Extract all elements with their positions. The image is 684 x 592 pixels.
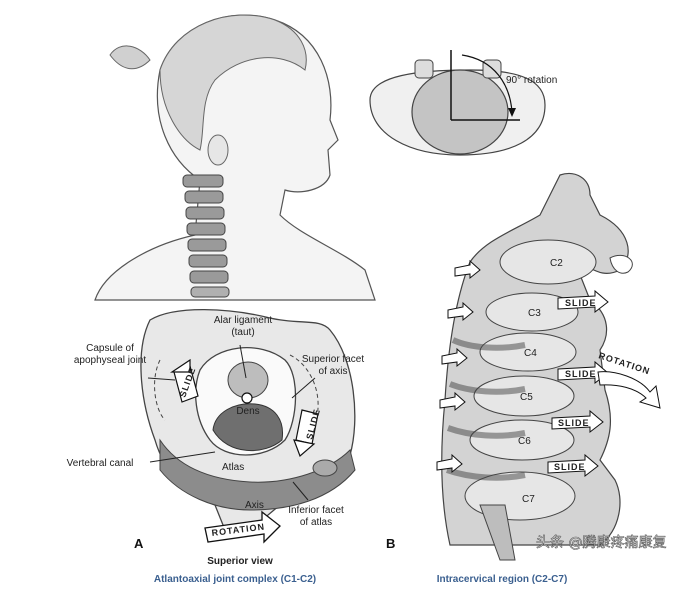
panel-a-label: A <box>134 536 144 551</box>
inferior-facet-label-2: of atlas <box>300 517 332 528</box>
slide-label-b-1: SLIDE <box>565 298 597 308</box>
capsule-label-1: Capsule of <box>86 343 134 354</box>
c3-label: C3 <box>528 308 541 319</box>
caption-a: Atlantoaxial joint complex (C1-C2) <box>154 574 316 585</box>
superior-view-label: Superior view <box>207 556 273 567</box>
watermark: 头条 @腾康疼痛康复 <box>536 534 666 551</box>
slide-arrow-right <box>293 409 319 458</box>
head-illustration <box>94 14 376 301</box>
c4-label: C4 <box>524 348 537 359</box>
panel-b-label: B <box>386 536 395 551</box>
slide-label-b-3: SLIDE <box>558 418 590 428</box>
slide-label-b-4: SLIDE <box>554 462 586 472</box>
c6-label: C6 <box>518 436 531 447</box>
atlas-label: Atlas <box>222 462 244 473</box>
rotation-arrow-a <box>204 510 281 544</box>
capsule-label-2: apophyseal joint <box>74 355 146 366</box>
c7-label: C7 <box>522 494 535 505</box>
cervical-spine-in-neck <box>182 174 230 298</box>
rotation-top-view <box>369 50 546 156</box>
dens-label: Dens <box>236 406 259 417</box>
vertebral-canal-label: Vertebral canal <box>67 458 134 469</box>
c2-label: C2 <box>550 258 563 269</box>
caption-b: Intracervical region (C2-C7) <box>437 574 568 585</box>
cervical-column-illustration <box>436 173 661 561</box>
rotation-90-label: 90° rotation <box>506 75 557 86</box>
inferior-facet-label-1: Inferior facet <box>288 505 344 516</box>
superior-facet-label-1: Superior facet <box>302 354 364 365</box>
slide-arrow-left <box>170 358 199 403</box>
c5-label: C5 <box>520 392 533 403</box>
superior-facet-label-2: of axis <box>319 366 348 377</box>
axis-label: Axis <box>245 500 264 511</box>
atlantoaxial-illustration <box>140 308 356 544</box>
taut-label: (taut) <box>231 327 254 338</box>
alar-ligament-label: Alar ligament <box>214 315 273 326</box>
slide-label-b-2: SLIDE <box>565 369 597 379</box>
